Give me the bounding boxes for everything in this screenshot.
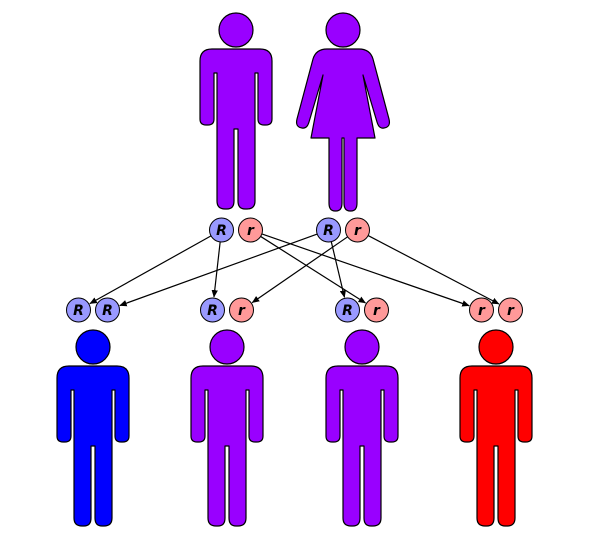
child-4-figure xyxy=(459,329,533,527)
child-1-allele-0: R xyxy=(200,297,225,323)
parent-1-allele-0-circle xyxy=(316,217,341,243)
parent-1-allele-1: r xyxy=(345,217,370,243)
parent-0-allele-1-circle xyxy=(238,217,263,243)
child-3-allele-1: r xyxy=(498,297,523,323)
inheritance-arrow-6 xyxy=(119,233,318,307)
parent-1-allele-1-label: r xyxy=(354,223,362,239)
inheritance-arrow-7 xyxy=(251,236,348,304)
parent-0-allele-0-circle xyxy=(209,217,234,243)
child-0-allele-1: R xyxy=(95,297,120,323)
child-3-allele-0-label: r xyxy=(478,303,486,319)
inheritance-arrow-8 xyxy=(367,235,500,305)
child-1-figure-body xyxy=(56,365,130,527)
child-0-allele-0-circle xyxy=(66,297,91,323)
child-3-allele-0: r xyxy=(469,297,494,323)
child-3-figure-body xyxy=(325,365,399,527)
child-1-allele-0-circle xyxy=(200,297,225,323)
child-0-allele-1-label: R xyxy=(102,303,113,319)
child-2-allele-0: R xyxy=(335,297,360,323)
child-2-figure-body xyxy=(190,365,264,527)
parent-mother-figure-head xyxy=(325,12,361,48)
child-0-allele-0-label: R xyxy=(73,303,84,319)
child-2-figure-head xyxy=(209,329,245,365)
child-4-figure-head xyxy=(478,329,514,365)
child-3-figure-head xyxy=(344,329,380,365)
child-3-allele-1-label: r xyxy=(507,303,515,319)
parent-1-allele-0: R xyxy=(316,217,341,243)
child-2-allele-0-label: R xyxy=(342,303,353,319)
child-3-allele-0-circle xyxy=(469,297,494,323)
child-2-figure xyxy=(190,329,264,527)
child-2-allele-0-circle xyxy=(335,297,360,323)
parent-father-figure xyxy=(199,12,273,210)
parent-father-figure-body xyxy=(199,48,273,210)
child-1-allele-1-label: r xyxy=(238,303,246,319)
parent-mother-figure xyxy=(295,12,391,212)
child-1-figure xyxy=(56,329,130,527)
arrows-layer xyxy=(89,233,500,307)
child-1-allele-0-label: R xyxy=(207,303,218,319)
parent-father-figure-head xyxy=(218,12,254,48)
child-2-allele-1-label: r xyxy=(373,303,381,319)
child-1-allele-1-circle xyxy=(229,297,254,323)
parent-0-allele-1-label: r xyxy=(247,223,255,239)
parent-0-allele-0: R xyxy=(209,217,234,243)
figures-layer xyxy=(56,12,533,527)
child-3-allele-1-circle xyxy=(498,297,523,323)
parent-1-allele-0-label: R xyxy=(323,223,334,239)
child-1-allele-1: r xyxy=(229,297,254,323)
parent-0-allele-1: r xyxy=(238,217,263,243)
inheritance-arrow-4 xyxy=(261,233,470,307)
child-4-figure-body xyxy=(459,365,533,527)
child-2-allele-1-circle xyxy=(364,297,389,323)
inheritance-arrow-2 xyxy=(211,241,221,298)
inheritance-arrow-5 xyxy=(330,241,346,298)
inheritance-arrow-3 xyxy=(260,235,366,304)
child-1-figure-head xyxy=(75,329,111,365)
parent-1-allele-1-circle xyxy=(345,217,370,243)
parent-mother-figure-body xyxy=(295,48,391,212)
child-2-allele-1: r xyxy=(364,297,389,323)
child-0-allele-0: R xyxy=(66,297,91,323)
parent-0-allele-0-label: R xyxy=(216,223,227,239)
child-0-allele-1-circle xyxy=(95,297,120,323)
inheritance-arrow-1 xyxy=(89,235,212,305)
child-3-figure xyxy=(325,329,399,527)
